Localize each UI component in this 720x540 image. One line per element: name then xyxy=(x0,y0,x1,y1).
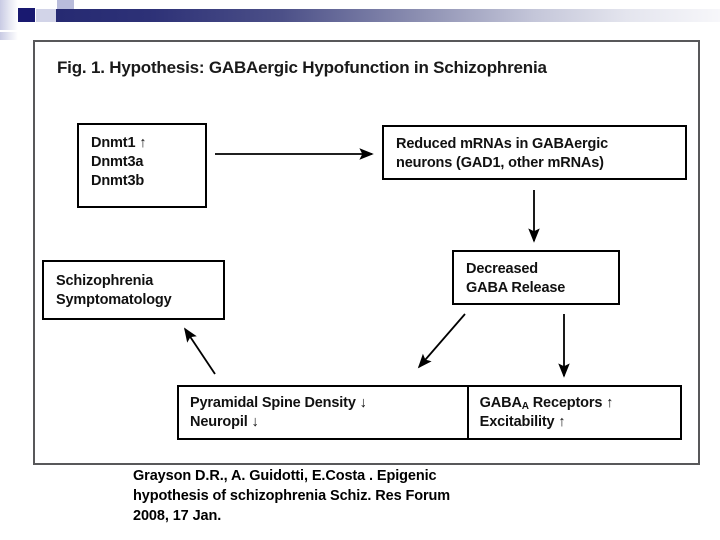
node-schizophrenia-symptomatology-line-1: Schizophrenia xyxy=(56,273,154,289)
node-decreased-gaba-release-line-2: GABA Release xyxy=(466,279,566,296)
citation-line-1: Grayson D.R., A. Guidotti, E.Costa . Epi… xyxy=(133,468,437,484)
node-outcome-gabaa-receptors-line-2: Excitability ↑ xyxy=(479,414,566,430)
node-decreased-gaba-release: Decreased GABA Release xyxy=(452,250,620,305)
node-dnmt-line-3: Dnmt3b xyxy=(91,172,145,189)
node-outcome-gabaa-receptors-line-1: GABAA Receptors ↑ xyxy=(480,394,670,413)
node-outcome-spine-density-line-2: Neuropil ↓ xyxy=(190,413,259,430)
node-outcome-gabaa-receptors: GABAA Receptors ↑ Excitability ↑ xyxy=(466,387,680,438)
citation-line-2: hypothesis of schizophrenia Schiz. Res F… xyxy=(133,488,451,504)
arrow-gaba-release-to-spine-density xyxy=(417,313,466,369)
citation-line-3: 2008, 17 Jan. xyxy=(133,508,222,524)
gabaa-suffix: Receptors ↑ xyxy=(528,395,614,411)
gabaa-prefix: GABA xyxy=(479,395,522,411)
decor-fade-left xyxy=(0,0,18,40)
citation: Grayson D.R., A. Guidotti, E.Costa . Epi… xyxy=(133,466,603,526)
node-decreased-gaba-release-line-1: Decreased xyxy=(466,261,539,277)
node-outcome-spine-density: Pyramidal Spine Density ↓ Neuropil ↓ xyxy=(179,387,467,438)
gabaa-subscript: A xyxy=(521,401,529,412)
figure-frame: Fig. 1. Hypothesis: GABAergic Hypofuncti… xyxy=(33,40,700,465)
node-outcomes: Pyramidal Spine Density ↓ Neuropil ↓ GAB… xyxy=(177,385,682,440)
decor-underline xyxy=(0,30,720,32)
slide-header-decoration xyxy=(0,0,720,40)
node-dnmt: Dnmt1 ↑ Dnmt3a Dnmt3b xyxy=(77,123,207,208)
node-dnmt-line-2: Dnmt3a xyxy=(91,153,144,170)
arrow-outcomes-to-symptomatology xyxy=(184,327,216,375)
node-outcome-spine-density-line-1: Pyramidal Spine Density ↓ xyxy=(190,395,367,411)
node-schizophrenia-symptomatology-line-2: Symptomatology xyxy=(56,291,172,308)
decor-block-navy xyxy=(18,8,35,22)
node-dnmt-line-1: Dnmt1 ↑ xyxy=(91,135,147,151)
node-reduced-mrnas: Reduced mRNAs in GABAergic neurons (GAD1… xyxy=(382,125,687,180)
decor-block-pale xyxy=(36,9,56,22)
node-reduced-mrnas-line-2: neurons (GAD1, other mRNAs) xyxy=(396,154,604,171)
node-schizophrenia-symptomatology: Schizophrenia Symptomatology xyxy=(42,260,225,320)
figure-title: Fig. 1. Hypothesis: GABAergic Hypofuncti… xyxy=(57,58,547,77)
node-reduced-mrnas-line-1: Reduced mRNAs in GABAergic xyxy=(396,136,609,152)
decor-gradient-bar xyxy=(56,9,720,22)
